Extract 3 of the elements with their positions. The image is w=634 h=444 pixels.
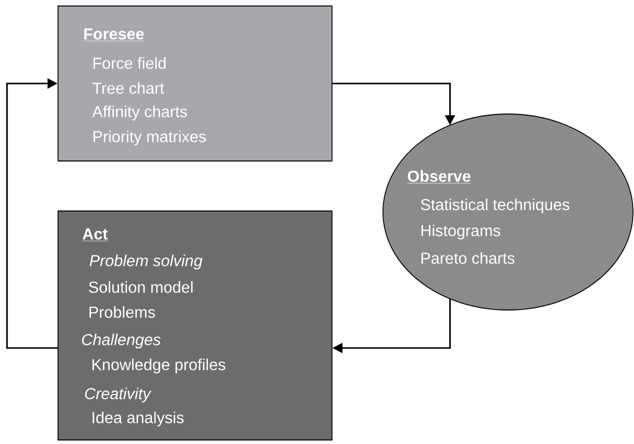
process-box: Foresee Force field Tree chart Affinity charts Priority matrixes [58,6,332,162]
process-box: Act Problem solving Solution model Problems Challenges Knowledge profiles Creativity Idea analysis [58,210,332,440]
arrow [6,78,58,349]
